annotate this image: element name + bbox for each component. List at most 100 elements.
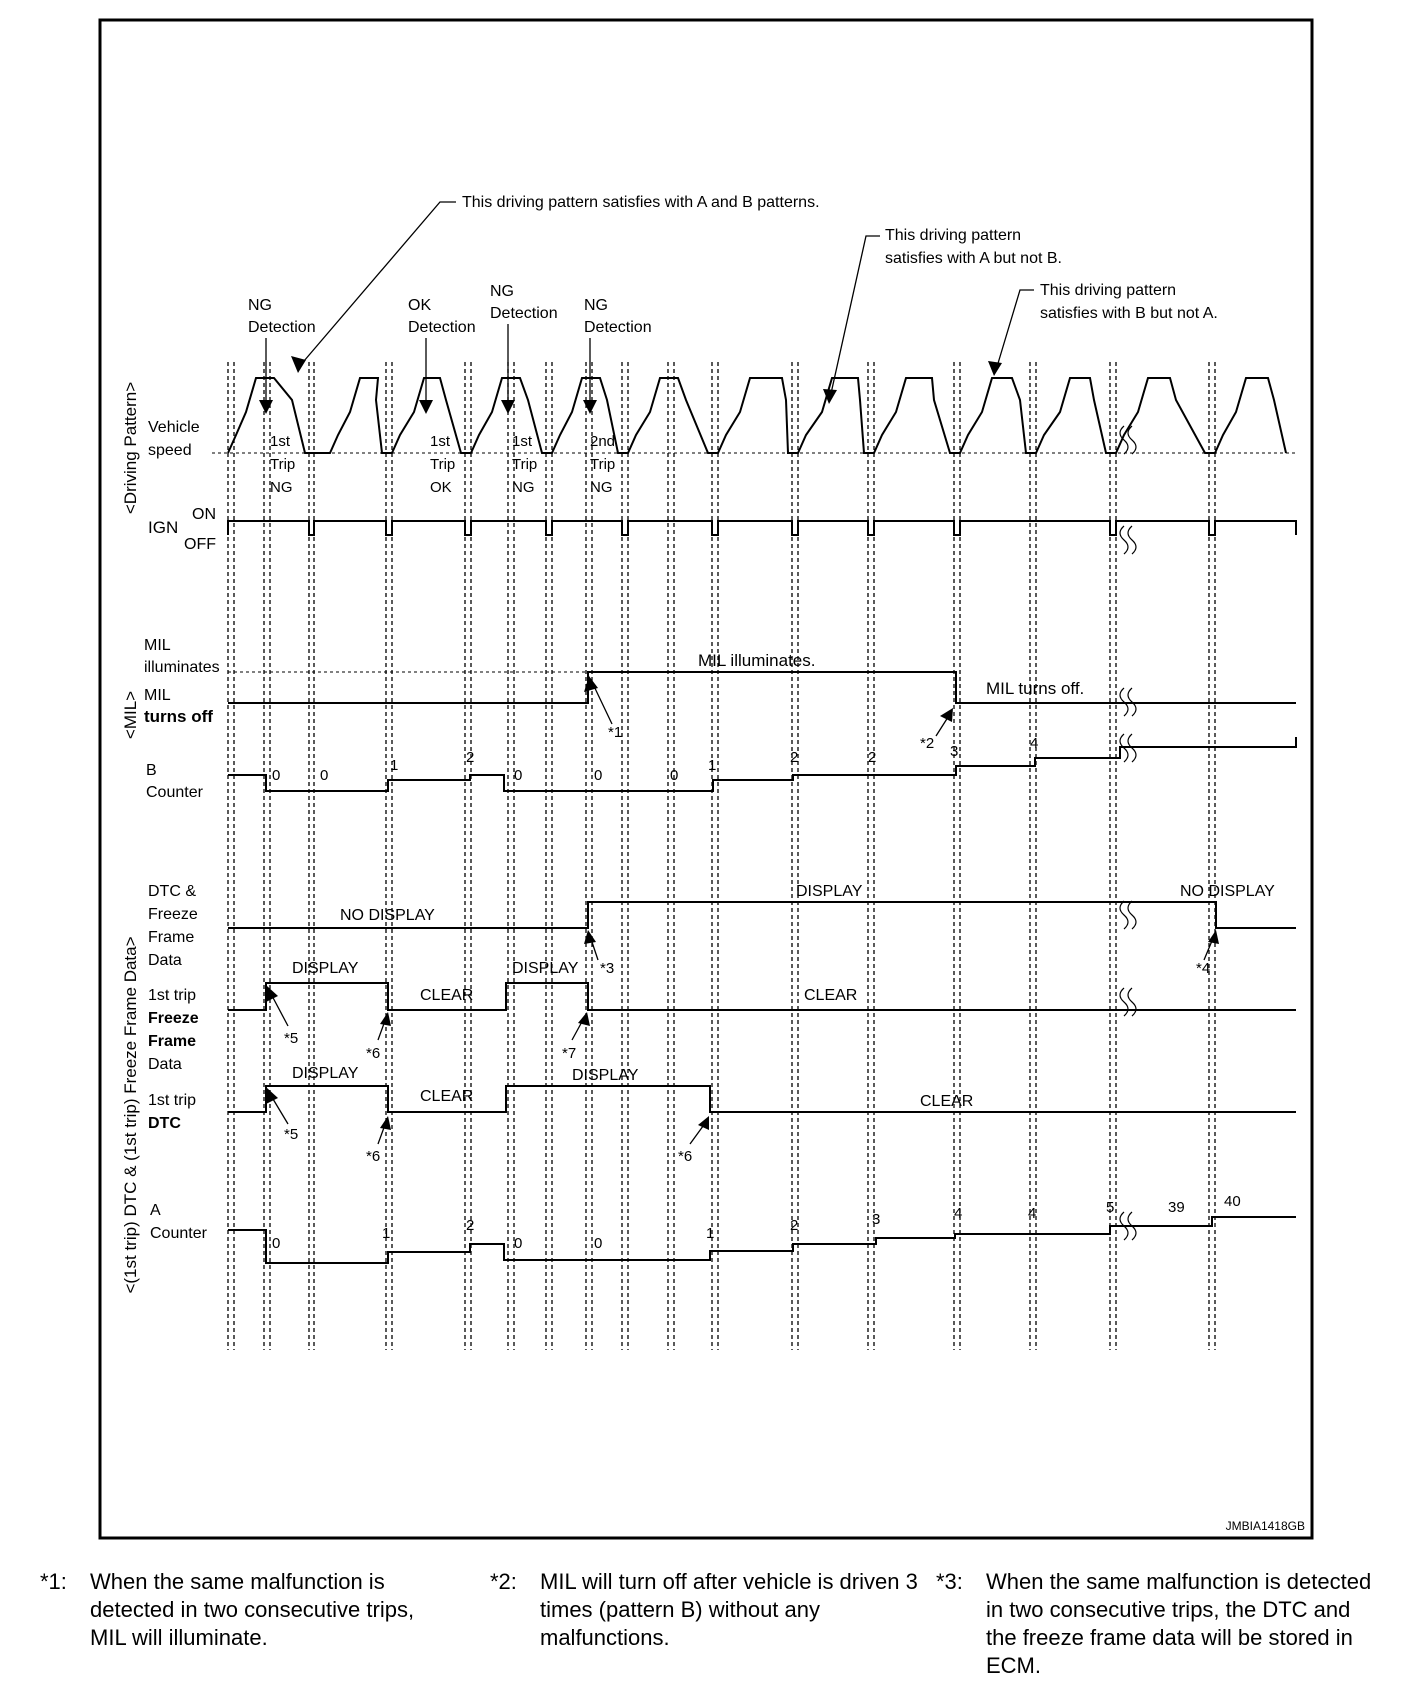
- figure-code: JMBIA1418GB: [1226, 1519, 1305, 1533]
- trip-label-1: 1st Trip NG: [270, 433, 295, 496]
- marker-6a: *6: [366, 1045, 380, 1062]
- label-1st-trip-dtc-2: DTC: [148, 1115, 181, 1132]
- footnote-3-mark: *3:: [936, 1569, 963, 1594]
- label-ign-off: OFF: [184, 536, 216, 553]
- svg-text:NG: NG: [270, 479, 293, 496]
- footnote-2-mark: *2:: [490, 1569, 517, 1594]
- ign-trace: [227, 520, 1297, 536]
- dtc-ffd-no-display-text: NO DISPLAY: [340, 907, 435, 924]
- section-label-driving-pattern: <Driving Pattern>: [121, 382, 140, 514]
- break-symbol: [1119, 425, 1129, 455]
- break-symbol: [1127, 1211, 1137, 1241]
- break-symbol: [1127, 525, 1137, 555]
- detection-ng-1-line2: Detection: [248, 319, 316, 336]
- detection-arrow-stems: [265, 324, 591, 402]
- detection-ng-1-line1: NG: [248, 297, 272, 314]
- trip-boundary-lines: [227, 362, 1216, 1350]
- break-symbol: [1127, 733, 1137, 763]
- svg-text:DTC &: DTC &: [148, 883, 196, 900]
- a-counter-value: 0: [272, 1235, 280, 1252]
- marker-7: *7: [562, 1045, 576, 1062]
- a-counter-value: 2: [466, 1217, 474, 1234]
- b-counter-value: 3: [950, 743, 958, 760]
- b-counter-value: 0: [594, 767, 602, 784]
- detection-ng-2-line1: NG: [490, 283, 514, 300]
- svg-text:2nd: 2nd: [590, 433, 615, 450]
- dtc-ffd-no-display-text-2: NO DISPLAY: [1180, 883, 1275, 900]
- a-counter-value: 4: [1028, 1205, 1036, 1222]
- marker-2: *2: [920, 735, 934, 752]
- callout-b-not-a-line2: satisfies with B but not A.: [1040, 305, 1218, 322]
- svg-text:Trip: Trip: [270, 456, 295, 473]
- dtc-display-text-1: DISPLAY: [292, 1065, 359, 1082]
- trip-label-2: 1st Trip OK: [430, 433, 455, 496]
- ffd-display-text-1: DISPLAY: [292, 960, 359, 977]
- trip-label-4: 2nd Trip NG: [590, 433, 615, 496]
- label-vehicle: Vehicle: [148, 419, 200, 436]
- timing-diagram: This driving pattern satisfies with A an…: [98, 18, 1314, 1540]
- marker-5b: *5: [284, 1126, 298, 1143]
- callout-a-not-b-line2: satisfies with A but not B.: [885, 250, 1062, 267]
- label-ign: IGN: [148, 518, 178, 537]
- svg-text:Trip: Trip: [430, 456, 455, 473]
- mil-illuminates-text: MIL illuminates.: [698, 651, 815, 670]
- a-counter-value: 39: [1168, 1199, 1185, 1216]
- svg-text:Frame: Frame: [148, 1033, 196, 1050]
- svg-text:Data: Data: [148, 1056, 182, 1073]
- svg-text:Frame: Frame: [148, 929, 194, 946]
- b-counter-value: 4: [1030, 735, 1038, 752]
- b-counter-value: 0: [272, 767, 280, 784]
- label-b: B: [146, 762, 157, 779]
- detection-ng-3-line2: Detection: [584, 319, 652, 336]
- svg-text:1st: 1st: [430, 433, 451, 450]
- ffd-display-text-2: DISPLAY: [512, 960, 579, 977]
- label-a-counter: Counter: [150, 1225, 208, 1242]
- vehicle-speed-trace: [227, 377, 1287, 454]
- a-counter-value: 2: [790, 1217, 798, 1234]
- dtc-ffd-marker-arrows: [584, 930, 1219, 961]
- b-counter-value: 2: [868, 749, 876, 766]
- svg-text:1st: 1st: [270, 433, 291, 450]
- a-counter-value: 4: [954, 1205, 962, 1222]
- footnote-3: *3: When the same malfunction is detecte…: [936, 1568, 1376, 1680]
- callout-b-not-a-line1: This driving pattern: [1040, 282, 1176, 299]
- dtc-display-text-2: DISPLAY: [572, 1067, 639, 1084]
- dtc-marker-arrows: [266, 1088, 709, 1145]
- a-counter-value: 1: [382, 1225, 390, 1242]
- label-mil-turns-off-1: MIL: [144, 687, 171, 704]
- break-symbol: [1127, 425, 1137, 455]
- detection-ok-line1: OK: [408, 297, 431, 314]
- marker-3: *3: [600, 960, 614, 977]
- footnote-2: *2: MIL will turn off after vehicle is d…: [490, 1568, 920, 1652]
- b-counter-value: 0: [320, 767, 328, 784]
- svg-text:NG: NG: [512, 479, 535, 496]
- a-counter-value: 0: [514, 1235, 522, 1252]
- svg-text:1st trip: 1st trip: [148, 987, 196, 1004]
- label-1st-trip-ffd: 1st trip Freeze Frame Data: [148, 987, 199, 1073]
- section-label-mil: <MIL>: [121, 691, 140, 739]
- footnote-1-mark: *1:: [40, 1569, 67, 1594]
- footnote-3-text: When the same malfunction is detected in…: [986, 1569, 1372, 1678]
- detection-ng-2-line2: Detection: [490, 305, 558, 322]
- dtc-1st-trip-trace: [228, 1085, 1296, 1113]
- label-mil-illuminates-2: illuminates: [144, 659, 220, 676]
- b-counter-value: 2: [466, 749, 474, 766]
- ffd-1st-trip-trace: [228, 982, 1296, 1011]
- marker-6b: *6: [366, 1148, 380, 1165]
- ffd-clear-text-1: CLEAR: [420, 987, 473, 1004]
- footnotes: *1: When the same malfunction is detecte…: [0, 1568, 1408, 1698]
- mil-marker-arrows: [584, 676, 953, 737]
- trip-label-3: 1st Trip NG: [512, 433, 537, 496]
- ffd-clear-text-2: CLEAR: [804, 987, 857, 1004]
- detection-arrows: [259, 400, 597, 414]
- svg-text:Freeze: Freeze: [148, 1010, 199, 1027]
- a-counter-value: 3: [872, 1211, 880, 1228]
- marker-1: *1: [608, 724, 622, 741]
- b-counter-value: 0: [670, 767, 678, 784]
- a-counter-value: 40: [1224, 1193, 1241, 1210]
- label-ign-on: ON: [192, 506, 216, 523]
- a-counter-value: 0: [594, 1235, 602, 1252]
- break-symbol: [1127, 987, 1137, 1017]
- label-b-counter: Counter: [146, 784, 204, 801]
- break-symbol: [1127, 900, 1137, 930]
